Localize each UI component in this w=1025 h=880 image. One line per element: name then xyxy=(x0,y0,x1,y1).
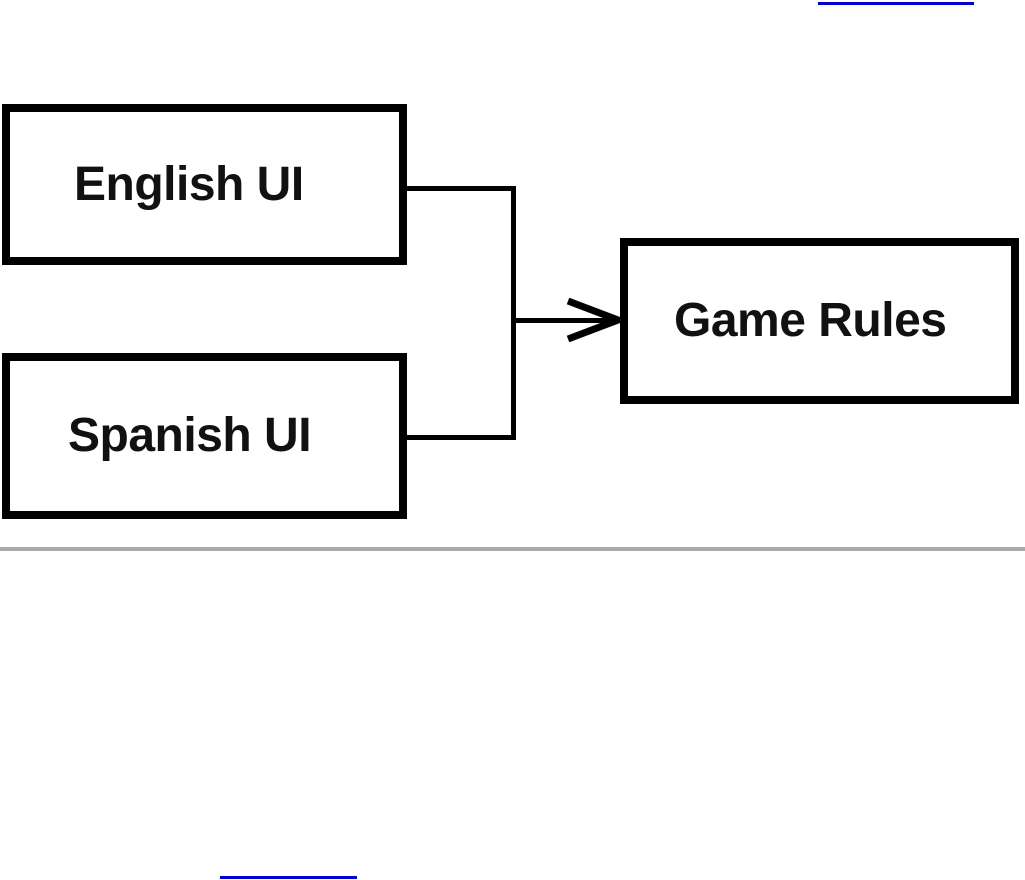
bottom-truncated-link[interactable] xyxy=(220,876,357,879)
node-label-spanish-ui: Spanish UI xyxy=(68,409,312,462)
diagram-node-english-ui[interactable]: English UI xyxy=(2,104,407,265)
arrow-head-icon xyxy=(566,298,624,342)
diagram-node-spanish-ui[interactable]: Spanish UI xyxy=(2,353,407,519)
connector-merge-vertical xyxy=(511,186,516,440)
section-divider xyxy=(0,547,1025,551)
connector-spanish-ui-horizontal xyxy=(403,435,516,440)
connector-arrow-shaft xyxy=(511,318,621,323)
node-label-game-rules: Game Rules xyxy=(674,294,947,347)
diagram-node-game-rules[interactable]: Game Rules xyxy=(620,238,1019,404)
node-label-english-ui: English UI xyxy=(74,157,304,211)
arrow-head-glyph xyxy=(566,298,624,342)
connector-english-ui-horizontal xyxy=(403,186,516,191)
top-truncated-link[interactable] xyxy=(818,2,974,5)
